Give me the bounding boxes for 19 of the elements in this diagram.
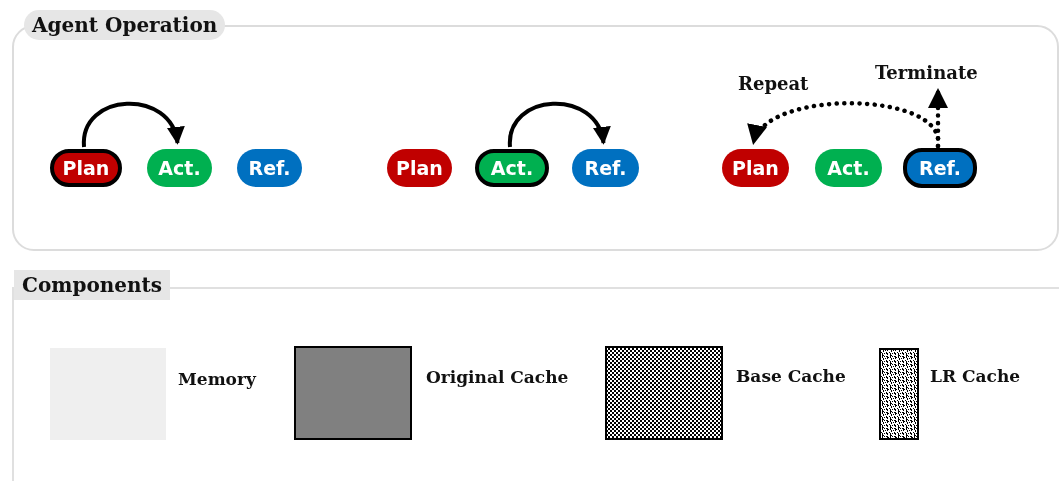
panel-heading: Components xyxy=(14,270,171,300)
legend-label: LR Cache xyxy=(930,366,1021,386)
panel-heading: Agent Operation xyxy=(24,10,226,40)
step-pill: Plan xyxy=(387,149,452,187)
curved-arrow xyxy=(82,101,183,148)
step-pill: Act. xyxy=(147,149,212,187)
curved-arrow xyxy=(508,101,609,148)
edge-label: Repeat xyxy=(738,73,809,94)
active-step-pill: Act. xyxy=(475,149,549,187)
active-step-pill: Ref. xyxy=(903,148,977,188)
legend-label: Memory xyxy=(178,369,256,389)
step-pill: Ref. xyxy=(572,149,639,187)
legend-label: Base Cache xyxy=(736,366,846,386)
step-pill: Plan xyxy=(722,149,789,187)
active-step-pill: Plan xyxy=(50,149,122,187)
step-pill: Act. xyxy=(815,149,882,187)
outcome-label: Terminate xyxy=(875,62,995,88)
legend-label: Original Cache xyxy=(426,367,569,387)
step-pill: Ref. xyxy=(237,149,302,187)
